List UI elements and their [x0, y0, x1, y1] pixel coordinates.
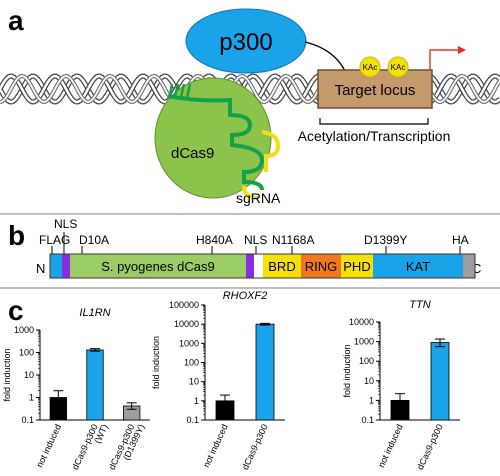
- ha-domain: [463, 254, 475, 278]
- panel-c-label: c: [8, 295, 24, 326]
- y-tick-label: 0.1: [21, 415, 34, 425]
- phd-domain: [341, 254, 373, 278]
- nls-label-2: NLS: [244, 233, 267, 247]
- brd-domain: [263, 254, 301, 278]
- acetylation-transcription-label: Acetylation/Transcription: [298, 128, 451, 144]
- y-tick-label: 0.1: [361, 415, 374, 425]
- ring-domain-label: RING: [305, 259, 338, 274]
- y-tick-label: 10: [189, 377, 199, 387]
- target-locus-label: Target locus: [335, 82, 416, 99]
- d1399y-label: D1399Y: [364, 233, 407, 247]
- y-tick-label: 100000: [169, 300, 199, 310]
- d10a-label: D10A: [79, 233, 109, 247]
- flag-label: FLAG: [39, 233, 70, 247]
- p300-label: p300: [219, 29, 272, 56]
- dcas9-protein: dCas9: [154, 77, 272, 199]
- brd-domain-label: BRD: [268, 259, 295, 274]
- h840a-label: H840A: [196, 233, 233, 247]
- y-tick-label: 1000: [14, 325, 34, 335]
- y-tick-label: 100: [184, 358, 199, 368]
- target-locus: Target locus KAc KAc Acetylation/Transcr…: [298, 46, 466, 144]
- transcription-arrow-icon: [458, 46, 466, 54]
- ring-domain: [301, 254, 341, 278]
- x-category-label: not induced: [201, 423, 230, 469]
- bar: [430, 342, 450, 421]
- y-tick-label: 1: [369, 395, 374, 405]
- chart-title: TTN: [409, 299, 430, 311]
- sgrna: sgRNA: [167, 83, 281, 206]
- c-terminus-label: C: [472, 261, 481, 276]
- x-category-label: not induced: [376, 423, 405, 469]
- y-axis-label: fold induction: [342, 344, 352, 397]
- panel-a: a p300 dCas9 sgRNA Target l: [0, 5, 500, 206]
- kac-label-2: KAc: [391, 63, 406, 72]
- bar: [86, 349, 104, 421]
- p300-protein: p300: [185, 8, 307, 74]
- x-category-label: dCas9-p300: [70, 423, 100, 472]
- bar: [255, 323, 275, 421]
- y-tick-label: 10: [364, 376, 374, 386]
- construct-bar: S. pyogenes dCas9 BRD RING PHD KAT: [49, 253, 476, 279]
- panel-a-label: a: [8, 5, 24, 36]
- dcas9-domain: [70, 254, 246, 278]
- nls-domain-2: [246, 254, 254, 278]
- y-tick-label: 1: [194, 396, 199, 406]
- sgrna-label: sgRNA: [236, 190, 281, 206]
- y-tick-label: 10: [24, 370, 34, 380]
- y-axis-label: fold induction: [151, 336, 161, 389]
- kac-label-1: KAc: [363, 63, 378, 72]
- nls-domain-1: [62, 254, 70, 278]
- kat-domain: [373, 254, 463, 278]
- kat-domain-label: KAT: [406, 259, 430, 274]
- dcas9-label: dCas9: [171, 145, 214, 162]
- chart-title: IL1RN: [79, 307, 110, 319]
- y-tick-label: 10000: [349, 317, 374, 327]
- ha-label: HA: [452, 233, 469, 247]
- y-tick-label: 100: [359, 356, 374, 366]
- y-tick-label: 1000: [354, 337, 374, 347]
- nls-label-1: NLS: [54, 217, 77, 231]
- dcas9-domain-label: S. pyogenes dCas9: [101, 259, 214, 274]
- y-tick-label: 100: [19, 348, 34, 358]
- y-tick-label: 0.1: [186, 415, 199, 425]
- y-axis-label: fold induction: [2, 348, 12, 401]
- y-tick-label: 1000: [179, 338, 199, 348]
- x-category-label: dCas9-p300: [240, 423, 270, 472]
- x-category-label: dCas9-p300: [415, 423, 445, 472]
- n-terminus-label: N: [36, 261, 45, 276]
- flag-domain: [50, 254, 62, 278]
- chart-title: RHOXF2: [223, 290, 268, 302]
- n1168a-label: N1168A: [272, 233, 314, 247]
- y-tick-label: 10000: [174, 319, 199, 329]
- panel-b-label: b: [8, 220, 25, 251]
- y-tick-label: 1: [29, 393, 34, 403]
- x-category-label: not induced: [34, 423, 63, 469]
- position-ticks: [51, 232, 461, 254]
- panel-b: b FLAG NLS D10A H840A NLS N1168A D1399Y …: [8, 217, 481, 279]
- phd-domain-label: PHD: [343, 259, 370, 274]
